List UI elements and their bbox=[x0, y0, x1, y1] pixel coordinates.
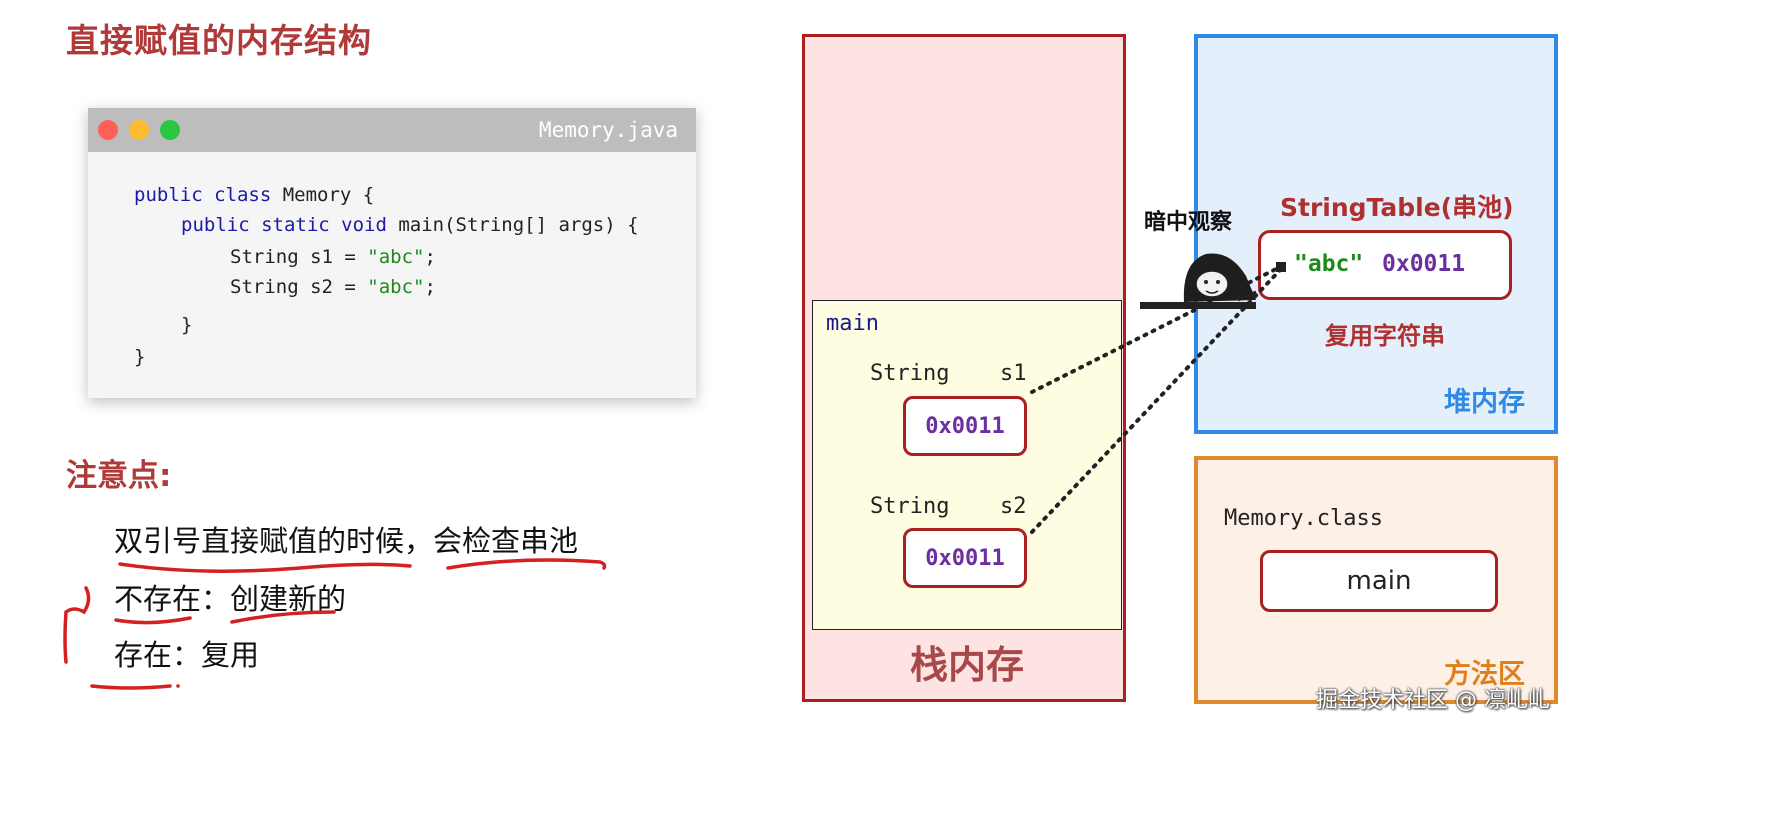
watermark: 掘金技术社区 @ 凛乢乢 bbox=[1316, 688, 1550, 713]
code-keyword: public class bbox=[134, 184, 272, 206]
code-window: Memory.java public class Memory { public… bbox=[88, 108, 696, 398]
page-title: 直接赋值的内存结构 bbox=[66, 21, 372, 60]
underline-stroke bbox=[90, 684, 172, 690]
window-close-dot-icon[interactable] bbox=[98, 120, 118, 140]
variable-type: String bbox=[870, 361, 950, 386]
code-text: String s1 = bbox=[230, 246, 368, 268]
note-line: 双引号直接赋值的时候，会检查串池 bbox=[114, 524, 579, 558]
code-text: } bbox=[181, 314, 193, 336]
code-window-titlebar: Memory.java bbox=[88, 108, 696, 152]
method-area-label: 方法区 bbox=[1444, 659, 1525, 690]
code-line: } bbox=[134, 346, 145, 368]
variable-name: s1 bbox=[1000, 361, 1027, 386]
observer-caption: 暗中观察 bbox=[1144, 210, 1233, 235]
note-line: 存在：复用 bbox=[114, 638, 260, 672]
s1-address-box: 0x0011 bbox=[903, 396, 1027, 456]
reuse-label: 复用字符串 bbox=[1325, 322, 1445, 350]
handwritten-underlines bbox=[63, 558, 607, 690]
code-text: ; bbox=[424, 246, 436, 268]
underline-stroke bbox=[118, 562, 412, 573]
window-minimize-dot-icon[interactable] bbox=[129, 120, 149, 140]
code-text: ; bbox=[424, 276, 436, 298]
s2-reference-line bbox=[1030, 266, 1284, 534]
code-text: String s2 = bbox=[230, 276, 368, 298]
code-line: public static void main(String[] args) { bbox=[181, 214, 639, 236]
peeking-observer-icon bbox=[1140, 253, 1257, 309]
code-line: public class Memory { bbox=[134, 184, 374, 206]
string-table-title: StringTable(串池) bbox=[1280, 193, 1514, 222]
reference-endpoint bbox=[1276, 262, 1286, 272]
notes-title: 注意点: bbox=[66, 458, 172, 494]
variable-name: s2 bbox=[1000, 494, 1027, 519]
code-filename: Memory.java bbox=[538, 118, 678, 142]
frame-name: main bbox=[826, 311, 879, 336]
string-table-address: 0x0011 bbox=[1382, 251, 1466, 277]
s2-address-box: 0x0011 bbox=[903, 528, 1027, 588]
underline-stroke bbox=[114, 616, 192, 625]
heap-memory-label: 堆内存 bbox=[1444, 387, 1525, 418]
code-line: } bbox=[181, 314, 192, 336]
code-line: String s1 = "abc"; bbox=[230, 246, 436, 268]
string-table-value: "abc" bbox=[1294, 251, 1364, 277]
note-line: 不存在：创建新的 bbox=[114, 582, 347, 616]
method-main-box: main bbox=[1260, 550, 1498, 612]
bracket-stroke bbox=[63, 586, 91, 664]
code-text: main(String[] args) { bbox=[386, 214, 639, 236]
underline-stroke bbox=[230, 610, 336, 624]
code-line: String s2 = "abc"; bbox=[230, 276, 436, 298]
stack-memory-label: 栈内存 bbox=[909, 643, 1024, 687]
class-name: Memory.class bbox=[1224, 506, 1383, 531]
code-string: "abc" bbox=[367, 246, 425, 268]
code-string: "abc" bbox=[367, 276, 425, 298]
underline-stroke bbox=[446, 558, 607, 570]
code-text: } bbox=[134, 346, 146, 368]
code-keyword: public static void bbox=[181, 214, 387, 236]
window-maximize-dot-icon[interactable] bbox=[160, 120, 180, 140]
code-text: Memory { bbox=[271, 184, 375, 206]
ink-dot bbox=[176, 684, 180, 688]
variable-type: String bbox=[870, 494, 950, 519]
string-table-entry bbox=[1258, 230, 1512, 300]
